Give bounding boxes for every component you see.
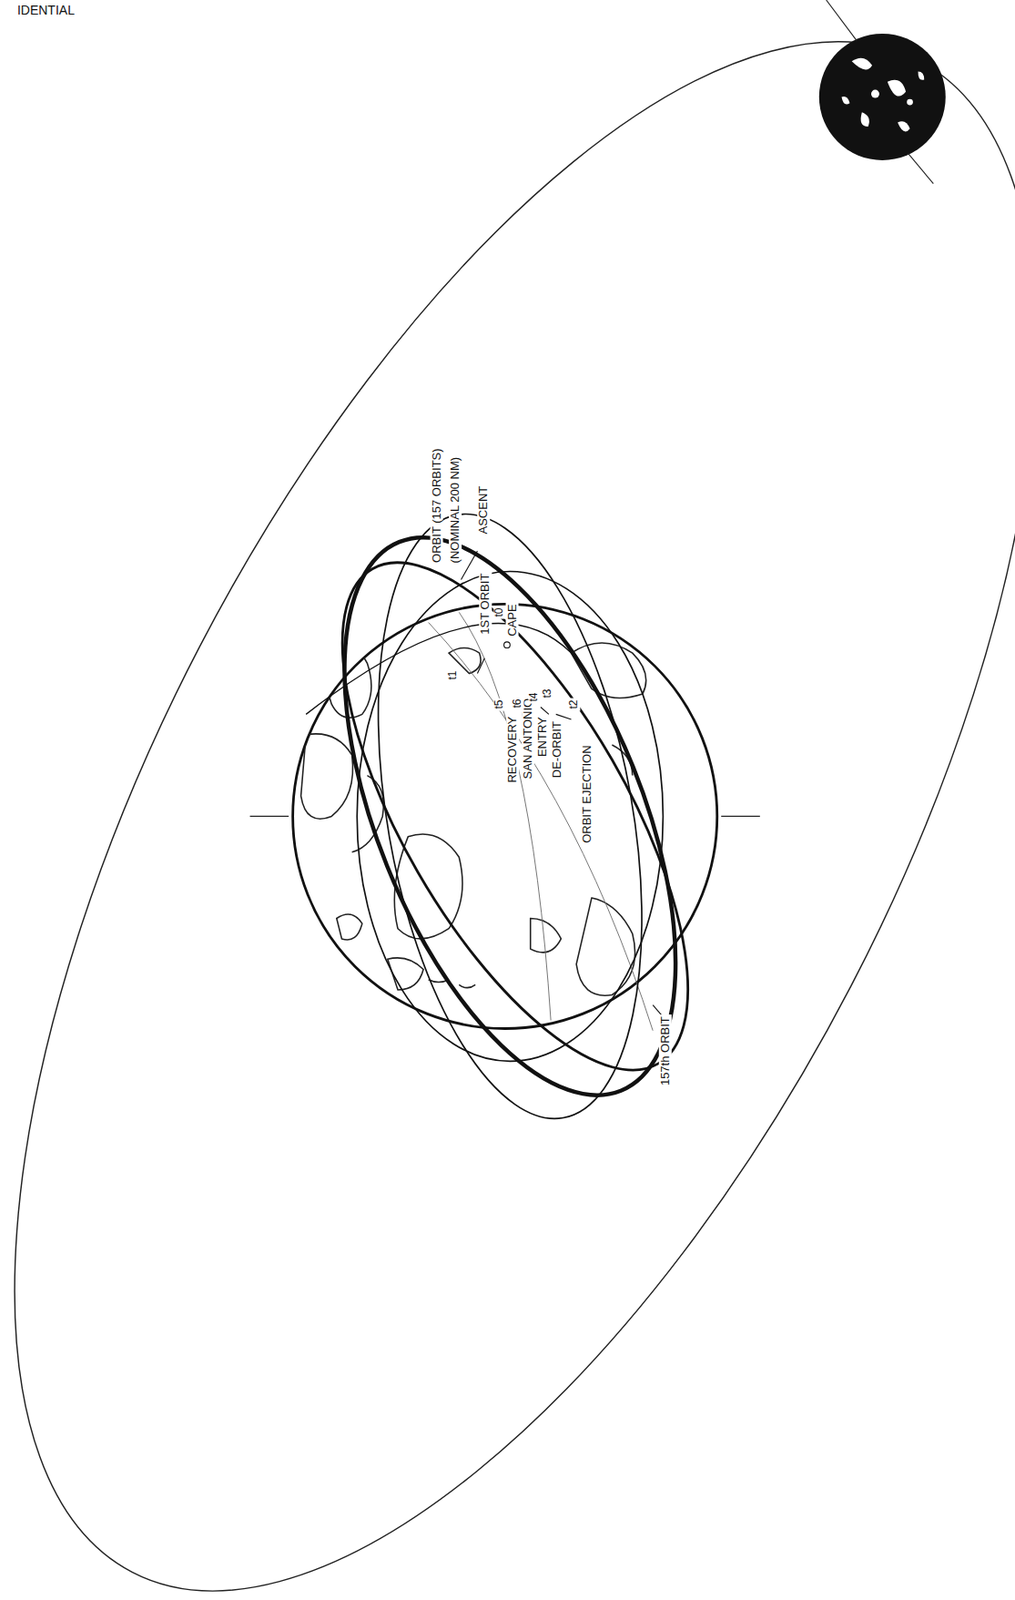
classification-mark: IDENTIAL — [15, 3, 77, 18]
event-label: CAPE — [505, 602, 518, 639]
event-label: t2 — [568, 697, 580, 711]
event-label: t1 — [446, 669, 459, 682]
event-label: t0 — [493, 605, 506, 619]
event-label: t4 — [528, 690, 541, 703]
event-label: (NOMINAL 200 NM) — [448, 455, 462, 566]
leader-lines — [461, 550, 667, 1020]
event-label: ORBIT EJECTION — [579, 742, 593, 844]
event-label: 1ST ORBIT — [478, 571, 492, 637]
moon — [819, 0, 946, 184]
event-label: DE-ORBIT — [550, 720, 564, 781]
event-label: RECOVERY — [507, 714, 520, 785]
parking-orbits — [274, 492, 755, 1141]
earth — [250, 603, 761, 1030]
event-label: 157th ORBIT — [658, 1014, 671, 1087]
event-label: ORBIT (157 ORBITS) — [429, 446, 443, 564]
event-label: ASCENT — [477, 484, 490, 537]
event-label: t6 — [512, 696, 525, 710]
event-label: t5 — [493, 697, 506, 711]
event-label: ENTRY — [536, 714, 549, 759]
event-label: t3 — [541, 687, 554, 701]
